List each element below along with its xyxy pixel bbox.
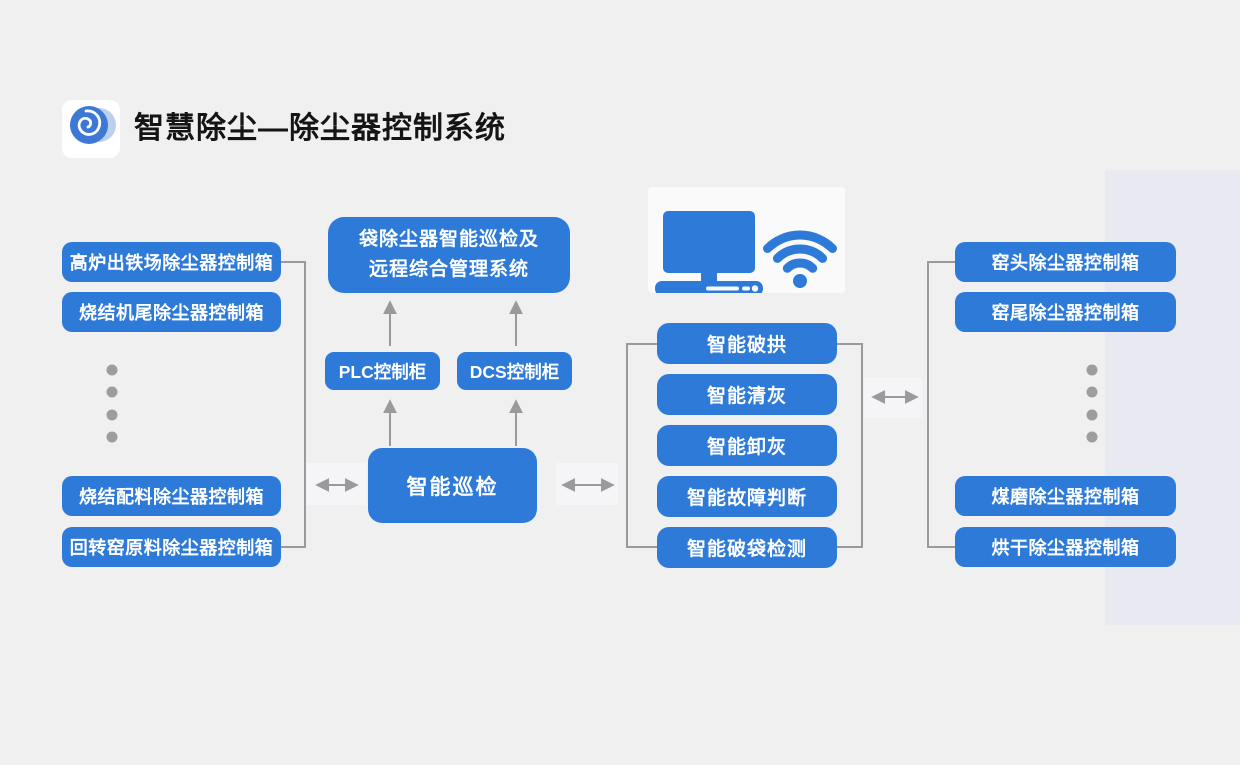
ellipsis-dots-left [106,364,118,443]
page-title: 智慧除尘—除尘器控制系统 [134,112,506,145]
flow-box-kiln-head: 窑头除尘器控制箱 [955,242,1176,282]
flow-box-smart-bag-break-detect: 智能破袋检测 [657,527,837,568]
ellipsis-dots-right [1086,364,1098,443]
flow-box-blast-furnace: 高炉出铁场除尘器控制箱 [62,242,281,282]
flow-box-smart-arch-breaking: 智能破拱 [657,323,837,364]
flow-box-dcs-cabinet: DCS控制柜 [457,352,572,390]
swirl-logo-icon [62,100,120,158]
flow-box-coal-mill: 煤磨除尘器控制箱 [955,476,1176,516]
computer-icon [655,211,763,296]
flow-box-rotary-kiln-raw: 回转窑原料除尘器控制箱 [62,527,281,567]
right-group-bracket [927,261,955,548]
flow-box-kiln-tail: 窑尾除尘器控制箱 [955,292,1176,332]
wifi-icon [763,230,837,288]
flow-box-smart-ash-cleaning: 智能清灰 [657,374,837,415]
device-card [648,187,845,296]
left-group-bracket [281,261,306,548]
flow-box-smart-ash-unloading: 智能卸灰 [657,425,837,466]
flow-box-drying: 烘干除尘器控制箱 [955,527,1176,567]
flow-box-smart-fault-diagnosis: 智能故障判断 [657,476,837,517]
flow-box-smart-patrol: 智能巡检 [368,448,537,523]
header: 智慧除尘—除尘器控制系统 [62,100,506,158]
flow-box-sinter-batching: 烧结配料除尘器控制箱 [62,476,281,516]
flow-box-management-system: 袋除尘器智能巡检及 远程综合管理系统 [328,217,570,293]
flow-box-sinter-tail: 烧结机尾除尘器控制箱 [62,292,281,332]
function-group-left-bracket [626,343,657,548]
function-group-right-bracket [837,343,863,548]
flow-box-plc-cabinet: PLC控制柜 [325,352,440,390]
